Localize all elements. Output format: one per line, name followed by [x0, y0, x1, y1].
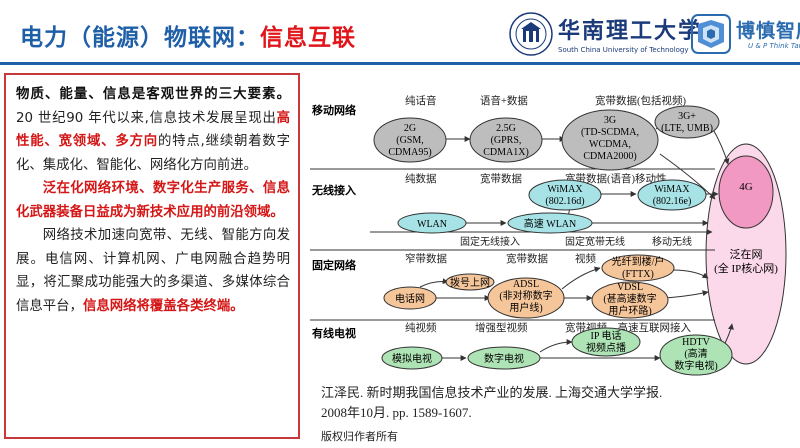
node-fttx — [601, 254, 675, 282]
network-evolution-diagram: 4G 泛在网(全 IP核心网) 移动网络 无线接入 固定网络 有线电视 纯话音 … — [310, 94, 787, 376]
summary-text-box: 物质、能量、信息是客观世界的三大要素。 20 世纪90 年代以来,信息技术发展呈… — [4, 73, 300, 439]
title-highlight: 信息互联 — [260, 25, 356, 51]
node-3g — [561, 109, 659, 171]
node-digital-tv — [467, 346, 541, 370]
svg-text:3G+(LTE, UMB): 3G+(LTE, UMB) — [661, 111, 713, 134]
svg-text:WiMAX(802.16d): WiMAX(802.16d) — [545, 184, 584, 207]
svg-text:2.5G(GPRS,CDMA1X): 2.5G(GPRS,CDMA1X) — [483, 123, 529, 158]
p1-red-highlight: 高性能、宽领域、多方向 — [16, 110, 290, 150]
node-wlan-highspeed — [507, 212, 593, 234]
header-divider — [0, 62, 800, 65]
node-ip-phone-vod — [571, 327, 641, 357]
node-wimax-16d — [528, 179, 602, 211]
arrow-phone-dialup — [419, 278, 449, 288]
fixed-stage-2: 宽带数据 — [506, 252, 548, 265]
cable-stage-1: 纯视频 — [405, 321, 437, 334]
row-label-fixed: 固定网络 — [312, 258, 356, 272]
node-dialup — [445, 273, 495, 291]
svg-text:拨号上网: 拨号上网 — [450, 276, 490, 289]
svg-text:3G(TD-SCDMA,WCDMA,CDMA2000): 3G(TD-SCDMA,WCDMA,CDMA2000) — [581, 115, 639, 162]
brand-name-en: U & P Think Tank — [748, 42, 800, 50]
row-label-cable: 有线电视 — [312, 326, 356, 340]
citation-line-1: 江泽民. 新时期我国信息技术产业的发展. 上海交通大学学报. — [321, 385, 663, 400]
arrow-adsl-fttx — [561, 266, 601, 290]
svg-text:模拟电视: 模拟电视 — [392, 352, 432, 365]
copyright-note: 版权归作者所有 — [321, 430, 398, 443]
svg-text:高速 WLAN: 高速 WLAN — [524, 217, 577, 230]
fixed-stage-1: 窄带数据 — [405, 252, 447, 265]
arrow-fttx-ubiquitous — [671, 269, 709, 279]
node-wimax-16e — [637, 179, 707, 211]
fixed-stage-3: 视频 — [575, 252, 596, 265]
node-analog-tv — [381, 346, 443, 370]
svg-text:光纤到楼/户(FTTX): 光纤到楼/户(FTTX) — [612, 255, 665, 280]
arrow-digital-iptv — [539, 339, 573, 353]
page-title: 电力（能源）物联网：信息互联 — [20, 25, 356, 51]
row-label-mobile: 移动网络 — [312, 103, 356, 117]
wireless-bottom-label-2: 固定宽带无线 — [565, 235, 625, 248]
university-name-en: South China University of Technology — [558, 46, 689, 54]
mobile-stage-1: 纯话音 — [405, 94, 437, 107]
p2-red-highlight: 泛在化网络环境、数字化生产服务、信息化武器装备日益成为新技术应用的前沿领域。 — [16, 181, 290, 220]
node-adsl — [487, 277, 565, 319]
wireless-stage-2: 宽带数据 — [480, 172, 522, 185]
node-25g-gprs — [469, 117, 543, 163]
g4-node — [718, 155, 774, 229]
wireless-bottom-label-1: 固定无线接入 — [460, 235, 520, 248]
header: 电力（能源）物联网：信息互联 华南理工大学 South China Univer… — [0, 0, 800, 65]
svg-text:ADSL(非对称数字用户线): ADSL(非对称数字用户线) — [499, 279, 552, 314]
university-logo: 华南理工大学 South China University of Technol… — [558, 13, 702, 54]
svg-text:IP 电话视频点播: IP 电话视频点播 — [586, 329, 626, 354]
svg-text:VDSL(甚高速数字用户环路): VDSL(甚高速数字用户环路) — [603, 282, 656, 317]
node-2g-gsm — [373, 117, 447, 163]
svg-text:2G(GSM,CDMA95): 2G(GSM,CDMA95) — [388, 123, 431, 158]
citation: 江泽民. 新时期我国信息技术产业的发展. 上海交通大学学报. 2008年10月.… — [321, 383, 662, 423]
cable-stage-2: 增强型视频 — [475, 321, 528, 334]
node-wlan — [397, 212, 467, 234]
arrow-vdsl-ubiquitous — [664, 290, 709, 299]
wireless-bottom-label-3: 移动无线 — [652, 235, 692, 248]
svg-text:数字电视: 数字电视 — [484, 352, 524, 365]
ubiquitous-network-label: 泛在网(全 IP核心网) — [714, 248, 778, 275]
p3-red-highlight: 信息网络将覆盖各类终端。 — [82, 298, 244, 314]
node-hdtv — [659, 334, 733, 376]
node-3g-plus — [654, 105, 720, 139]
paragraph-3: 网络技术加速向宽带、无线、智能方向发展。电信网、计算机网、广电网融合趋势明显，将… — [16, 228, 290, 314]
think-tank-logo-icon — [691, 14, 731, 54]
mobile-stage-3: 宽带数据(包括视频) — [595, 94, 686, 107]
citation-line-2: 2008年10月. pp. 1589-1607. — [321, 405, 472, 420]
mobile-stage-2: 语音+数据 — [480, 94, 528, 107]
node-vdsl — [591, 281, 669, 319]
svg-text:电话网: 电话网 — [395, 292, 425, 305]
svg-text:WLAN: WLAN — [417, 219, 447, 230]
g4-label: 4G — [739, 181, 753, 193]
wireless-stage-1: 纯数据 — [405, 172, 437, 185]
paragraph-1: 物质、能量、信息是客观世界的三大要素。 20 世纪90 年代以来,信息技术发展呈… — [16, 87, 290, 173]
arrow-3g-4g — [659, 153, 716, 200]
svg-text:HDTV(高清数字电视): HDTV(高清数字电视) — [674, 337, 717, 372]
p1-bold-lead: 物质、能量、信息是客观世界的三大要素。 — [16, 87, 290, 102]
row-label-wireless: 无线接入 — [311, 183, 356, 197]
university-name-cn: 华南理工大学 — [558, 18, 703, 44]
node-telephone-network — [383, 286, 437, 310]
wireless-stage-3: 宽带数据(语音)移动性 — [565, 172, 667, 185]
brand-name-cn: 博慎智库 — [736, 20, 800, 42]
university-seal-icon — [509, 12, 553, 56]
paragraph-2: 泛在化网络环境、数字化生产服务、信息化武器装备日益成为新技术应用的前沿领域。 — [16, 177, 290, 224]
svg-text:WiMAX(802.16e): WiMAX(802.16e) — [653, 184, 692, 207]
